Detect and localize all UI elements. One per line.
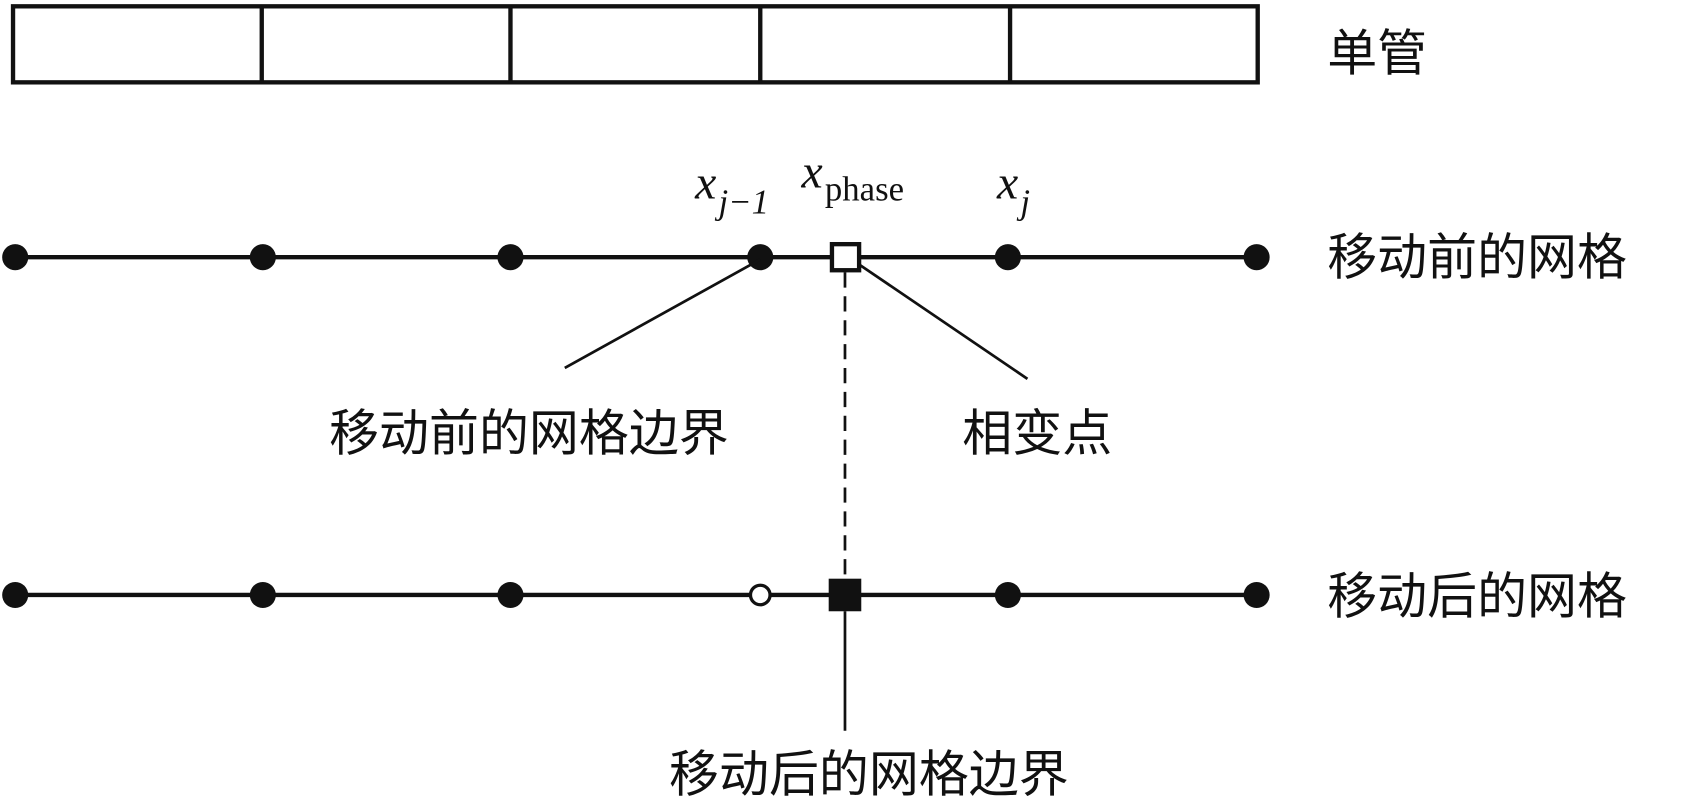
boundary-before-leader [564,258,761,370]
grid-node [249,244,276,271]
phase-point-label: 相变点 [962,405,1112,463]
removed-node [748,583,772,607]
grid-node [249,581,276,609]
phase-point-leader [857,262,1029,380]
x-prev-label: xj−1 [694,157,769,222]
single-tube [10,4,1260,85]
grid-node [1243,244,1270,271]
tube-outline [10,4,1260,85]
x-j-label: xj [996,157,1030,222]
grid-node [497,581,524,609]
boundary-after-label: 移动后的网格边界 [669,746,1069,804]
grid-node [2,244,29,271]
grid-node [2,581,29,609]
grid-before-label: 移动前的网格 [1327,229,1627,287]
phase-point-marker [829,241,862,273]
grid-node [994,244,1021,271]
grid-node [497,244,524,271]
new-boundary-marker [828,578,862,612]
grid-after [2,578,1270,612]
x-phase-label: xphase [801,146,905,209]
single-tube-label: 单管 [1327,24,1427,82]
grid-after-label: 移动后的网格 [1327,567,1627,625]
grid-node [994,581,1021,609]
grid-node [747,244,774,271]
grid-before [2,241,1270,273]
boundary-before-label: 移动前的网格边界 [329,405,729,463]
grid-node [1243,581,1270,609]
